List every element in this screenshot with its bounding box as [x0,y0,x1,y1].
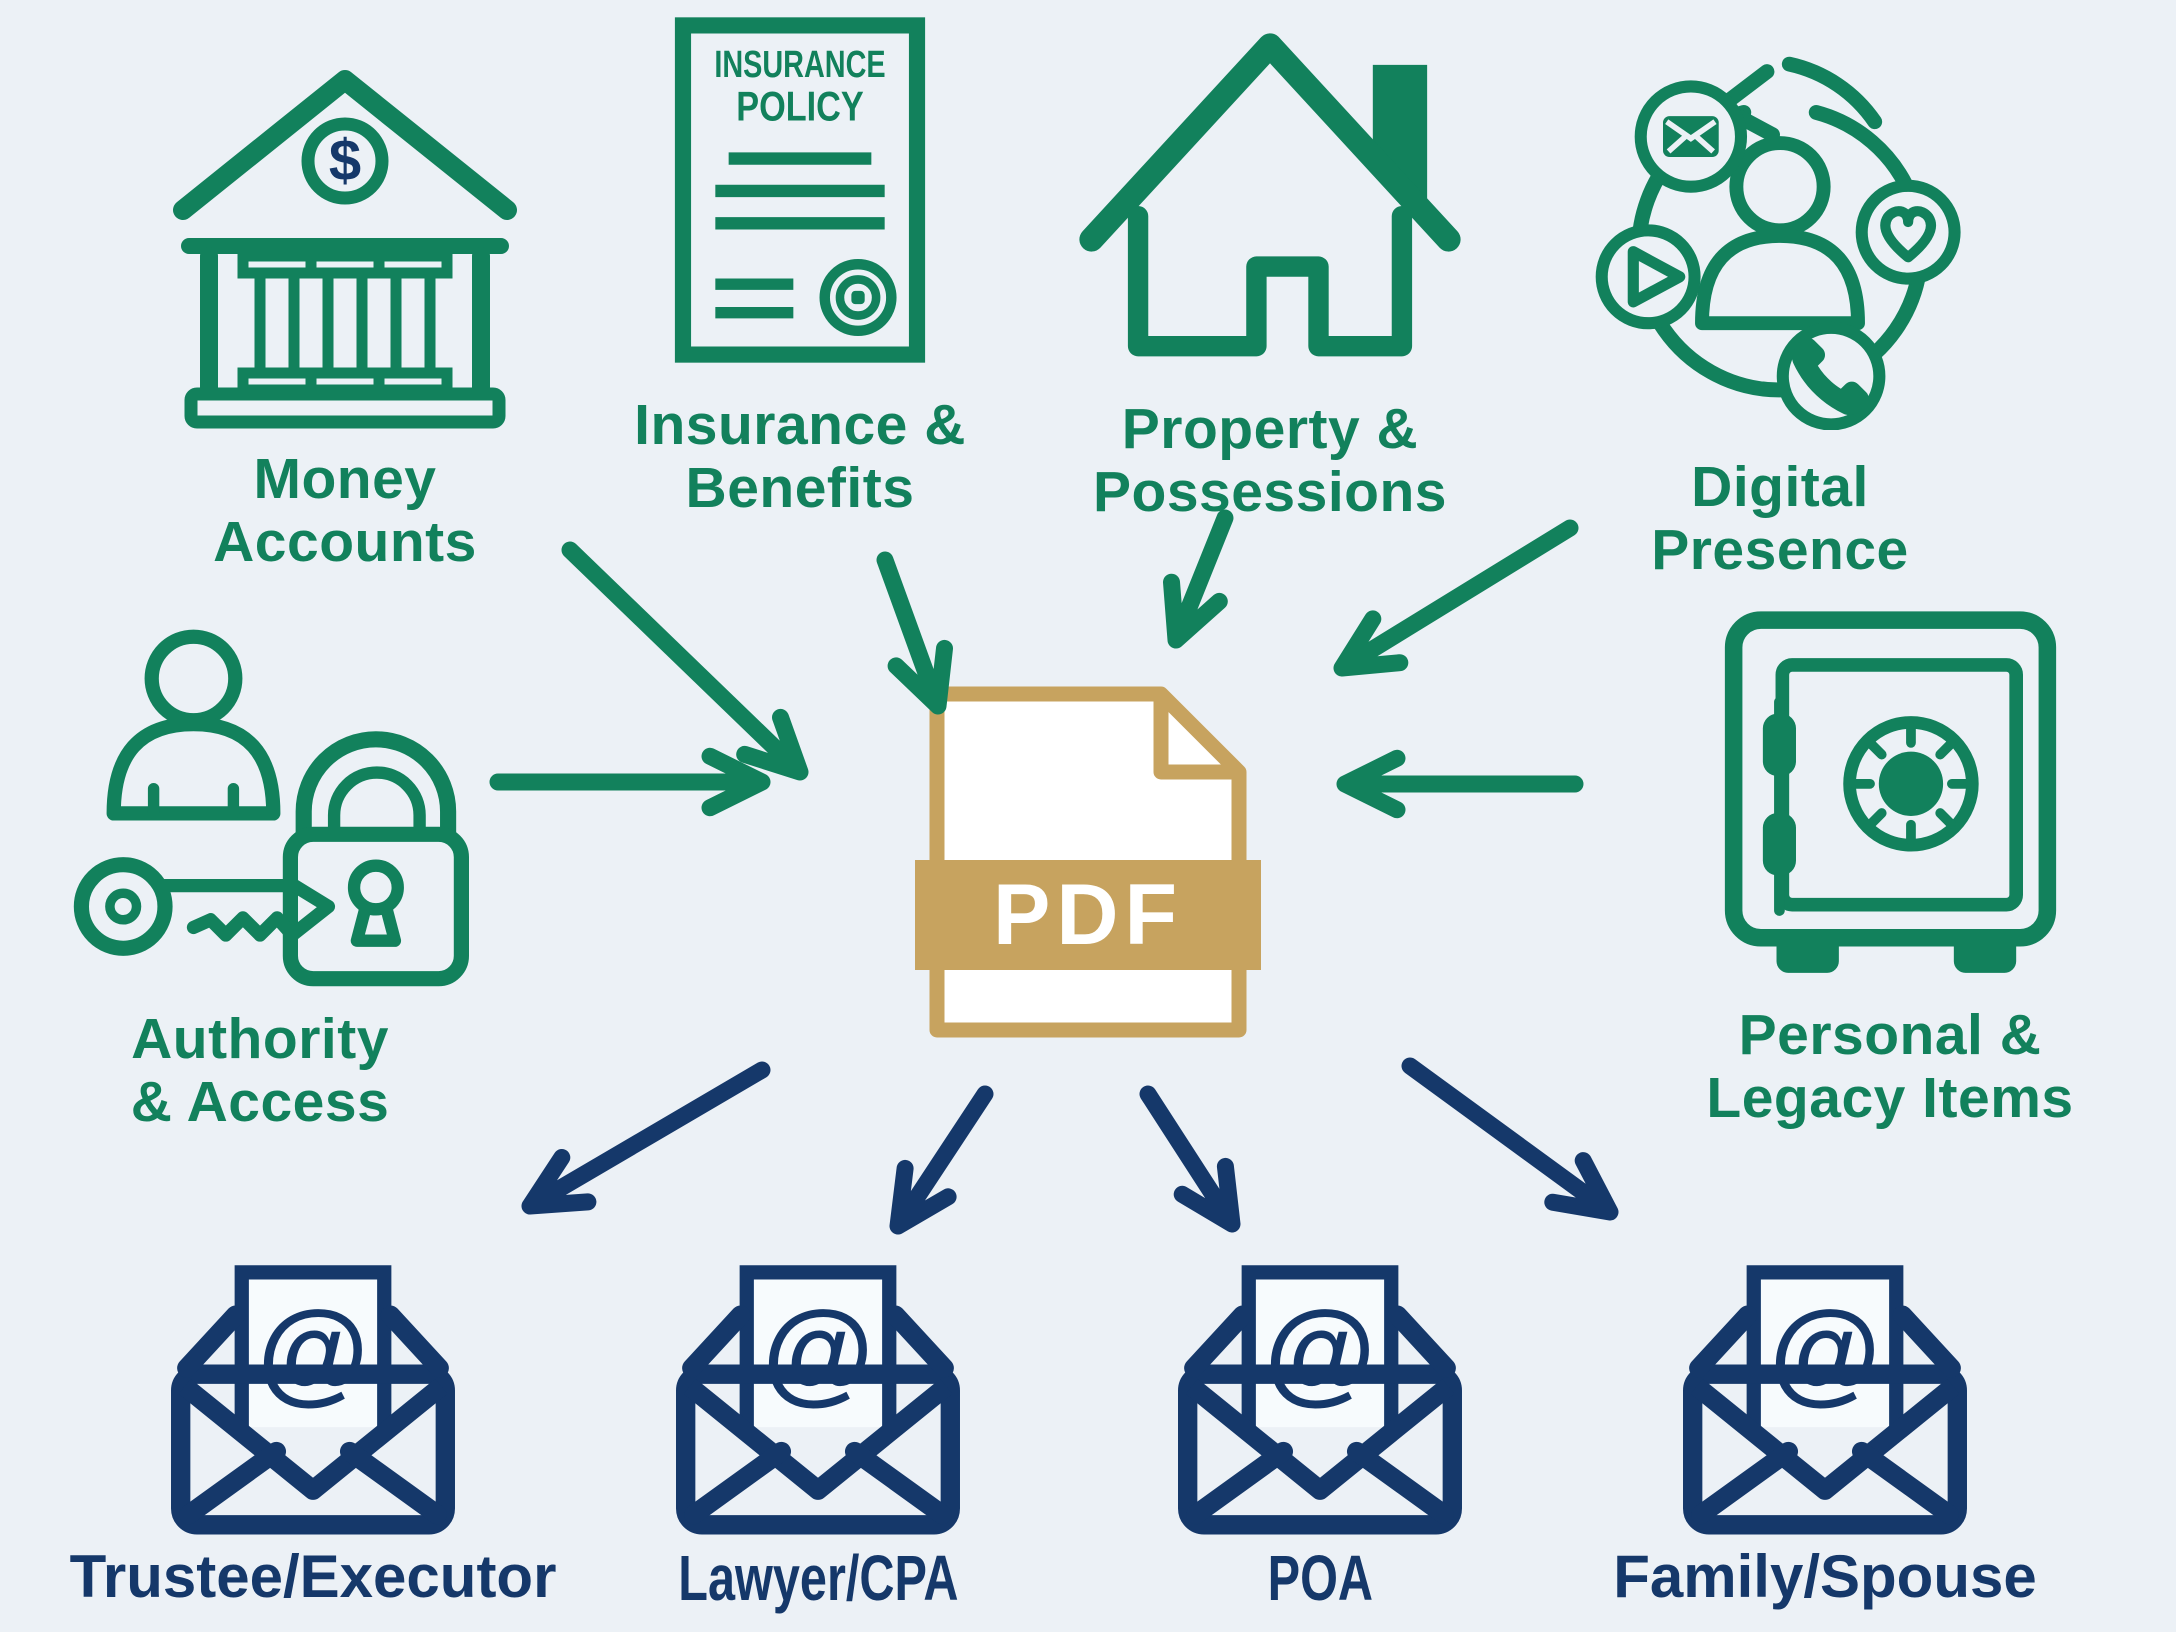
arrow-legacy-to-pdf [1336,749,1584,819]
authority-access-label: Authority& Access [130,1007,390,1134]
safe-icon [1724,611,2056,973]
node-insurance-benefits: INSURANCE POLICY Insurance &Benefits [540,14,1060,519]
arrow-money-to-pdf [561,541,809,781]
personal-legacy-label: Personal &Legacy Items [1706,1003,2074,1130]
at-symbol: @ [257,1288,368,1415]
play-badge-icon [1595,224,1701,330]
dollar-symbol: $ [329,128,361,193]
email-envelope-icon: @ [1683,1265,1967,1535]
pdf-file-icon: PDF [915,686,1261,1038]
arrow-pdf-to-trustee [521,1061,771,1215]
at-symbol: @ [1264,1288,1375,1415]
house-icon [1079,33,1461,357]
heart-badge-icon [1855,179,1961,285]
at-symbol: @ [762,1288,873,1415]
arrow-authority-to-pdf [489,747,771,817]
person-key-lock-icon [73,629,469,987]
poa-label: POA [1267,1542,1373,1614]
node-authority-access: Authority& Access [0,612,520,1133]
insurance-benefits-label: Insurance &Benefits [634,393,966,520]
email-envelope-icon: @ [171,1265,455,1535]
node-poa: @ POA [1060,1252,1580,1612]
node-lawyer-cpa: @ Lawyer/CPA [558,1252,1078,1612]
phone-badge-icon [1776,321,1886,430]
social-cycle-icon [1595,56,1961,430]
arrow-pdf-to-family [1401,1057,1619,1221]
email-envelope-icon: @ [676,1265,960,1535]
property-possessions-label: Property &Possessions [1092,397,1447,524]
arrow-pdf-to-poa [1139,1085,1241,1233]
arrow-pdf-to-lawyer [889,1085,994,1235]
node-family-spouse: @ Family/Spouse [1565,1252,2085,1608]
at-symbol: @ [1769,1288,1880,1415]
trustee-executor-label: Trustee/Executor [69,1543,557,1610]
node-personal-legacy: Personal &Legacy Items [1630,606,2150,1129]
pdf-label: PDF [993,867,1183,963]
insurance-policy-icon: INSURANCE POLICY [674,17,926,363]
family-spouse-label: Family/Spouse [1613,1543,2037,1610]
doc-title-line1: INSURANCE [714,44,885,86]
arrow-property-to-pdf [1163,509,1234,649]
node-property-possessions: Property &Possessions [1010,14,1530,523]
lawyer-cpa-label: Lawyer/CPA [677,1542,959,1614]
bank-icon: $ [173,70,517,429]
doc-title-line2: POLICY [736,83,864,130]
email-envelope-icon: @ [1178,1265,1462,1535]
node-pdf: PDF [913,676,1263,1048]
node-trustee-executor: @ Trustee/Executor [53,1252,573,1608]
